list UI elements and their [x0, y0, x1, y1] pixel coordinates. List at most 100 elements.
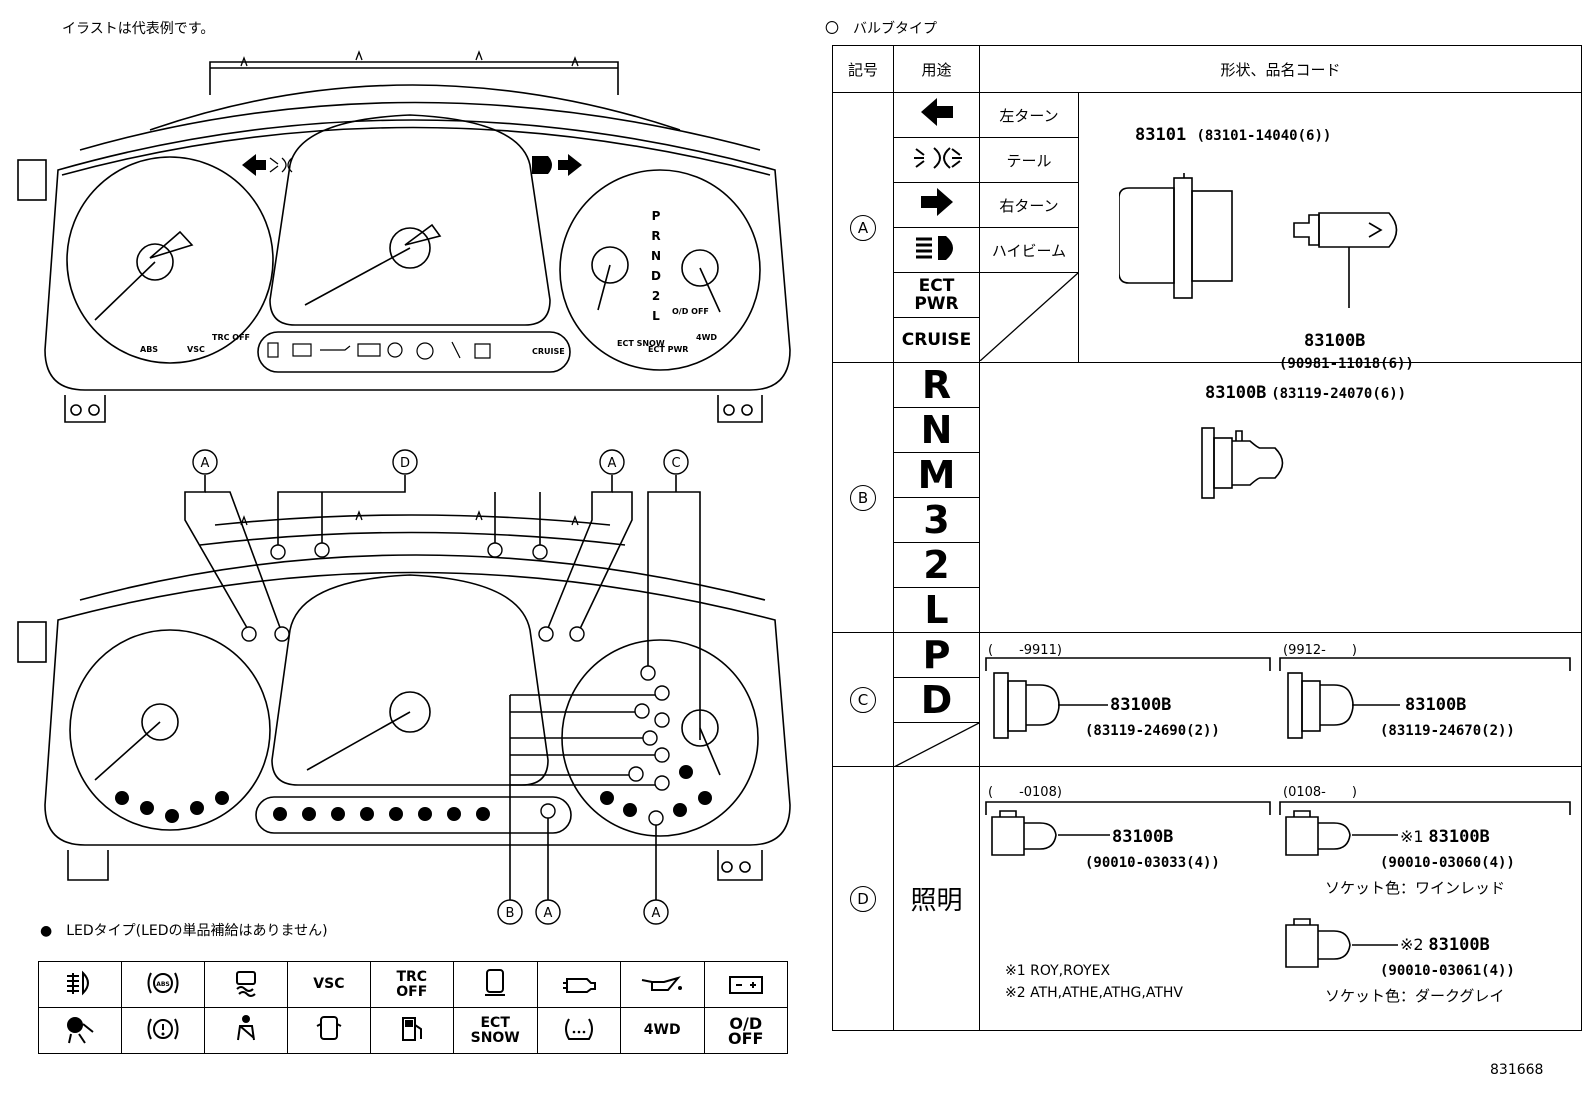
footnote-2: ※2 ATH,ATHE,ATHG,ATHV	[1005, 985, 1183, 1001]
callout-a-4: A	[652, 906, 661, 921]
part-83100b-d-right1-code: (90010-03060(4))	[1380, 855, 1515, 871]
part-83100b-b: 83100B	[1205, 383, 1267, 403]
ect-snow-label: ECT SNOW	[452, 1007, 538, 1054]
headlamp-level-icon	[37, 961, 123, 1008]
od-off-label: O/D OFF	[703, 1007, 788, 1054]
tail-lamp-icon	[893, 137, 980, 183]
left-turn-arrow-icon	[893, 92, 980, 138]
row-b-parts: 83100B (83119-24070(6))	[979, 362, 1582, 633]
row-c-mark: C	[832, 632, 894, 767]
gear-l-label: L	[652, 309, 660, 323]
gear-m: M	[893, 452, 980, 498]
callout-a-1: A	[201, 456, 210, 471]
trc-off-label: TRC OFF	[369, 961, 454, 1008]
part-83100b-d-left: 83100B	[1112, 827, 1174, 847]
part-83100b-d-right2: 83100B	[1428, 935, 1490, 955]
cluster-vsc-label: VSC	[187, 345, 205, 354]
right-turn-arrow-icon	[893, 182, 980, 228]
row-d-parts: ( -0108) (0108- ) 83100B (90010-03033(4)…	[979, 766, 1582, 1031]
use-left-turn: 左ターン	[979, 92, 1079, 138]
door-icon	[452, 961, 538, 1008]
gear-2-label: 2	[652, 289, 660, 303]
row-d-right-range: (0108- )	[1283, 785, 1357, 800]
brake-icon	[121, 1007, 206, 1054]
gear-n-label: N	[651, 249, 661, 263]
header-use: 用途	[893, 45, 980, 93]
cluster-4wd-label: 4WD	[696, 333, 717, 342]
row-c-blank-cell	[893, 722, 980, 767]
cluster-ect-snow-label: ECT SNOW	[617, 339, 665, 348]
tire-pressure-icon	[536, 1007, 621, 1054]
high-beam-icon	[893, 227, 980, 273]
figure-number: 831668	[1490, 1062, 1544, 1078]
part-83100b-d-left-code: (90010-03033(4))	[1085, 855, 1220, 871]
footnote-1: ※1 ROY,ROYEX	[1005, 963, 1111, 979]
gear-3: 3	[893, 497, 980, 543]
part-83101-code: (83101-14040(6))	[1196, 128, 1332, 144]
row-a-blank-cell	[979, 272, 1079, 363]
use-right-turn: 右ターン	[979, 182, 1079, 228]
airbag-icon	[37, 1007, 123, 1054]
ect-pwr-label: ECT PWR	[893, 272, 980, 318]
use-high-beam: ハイビーム	[979, 227, 1079, 273]
header-shape: 形状、品名コード	[979, 45, 1582, 93]
row-b-mark: B	[832, 362, 894, 633]
led-row-1: ABS VSC TRC OFF	[37, 961, 788, 1008]
part-d-right2-prefix: ※2	[1400, 935, 1424, 954]
fuel-icon	[369, 1007, 454, 1054]
callout-b: B	[506, 906, 515, 921]
row-a-mark: A	[832, 92, 894, 363]
cruise-label: CRUISE	[893, 317, 980, 363]
led-row-2: ECT SNOW 4WD O/D OFF	[37, 1007, 788, 1054]
led-section-title: ● LEDタイプ(LEDの単品補給はありません)	[40, 923, 328, 939]
row-d-mark: D	[832, 766, 894, 1031]
callout-a-3: A	[544, 906, 553, 921]
header-mark: 記号	[832, 45, 894, 93]
row-a-parts: 83101 (83101-14040(6)) 83100B (90981-110…	[1078, 92, 1582, 372]
part-83100b-c-left: 83100B	[1110, 695, 1172, 715]
part-83100b-d-right2-code: (90010-03061(4))	[1380, 963, 1515, 979]
engine-icon	[536, 961, 621, 1008]
bulb-table-header: 記号 用途 形状、品名コード	[832, 45, 1582, 93]
row-b-bulb-drawing	[1201, 427, 1284, 499]
row-c-left-range: ( -9911)	[988, 643, 1062, 658]
illumination-label: 照明	[893, 766, 980, 1031]
part-83100b-c-left-code: (83119-24690(2))	[1085, 723, 1220, 739]
gear-r: R	[893, 362, 980, 408]
row-c-right-range: (9912- )	[1283, 643, 1357, 658]
cluster-abs-label: ABS	[140, 345, 158, 354]
part-83100b-b-code: (83119-24070(6))	[1271, 386, 1407, 402]
gear-n: N	[893, 407, 980, 453]
bulb-type-table: 記号 用途 形状、品名コード A 左ターン 83101 (83101-14040…	[832, 45, 1582, 1031]
socket-color-dark-gray: ソケット色：ダークグレイ	[1325, 987, 1505, 1005]
gear-p-label: P	[652, 209, 661, 223]
callout-c: C	[671, 456, 680, 471]
gear-d: D	[893, 677, 980, 723]
gear-r-label: R	[651, 229, 660, 243]
vsc-label: VSC	[286, 961, 371, 1008]
cluster-trc-label: TRC OFF	[212, 333, 250, 342]
gear-p: P	[893, 632, 980, 678]
row-a-bulb-drawings	[1119, 173, 1398, 308]
part-83100b-c-right-code: (83119-24670(2))	[1380, 723, 1515, 739]
part-83100b-a: 83100B	[1304, 331, 1366, 351]
socket-color-wine-red: ソケット色：ワインレッド	[1325, 879, 1506, 897]
cluster-illustration: P R N D 2 L O/D OFF 4WD ECT SNOW ECT PWR…	[17, 50, 791, 925]
part-83101: 83101	[1135, 125, 1187, 145]
gear-d-label: D	[651, 269, 661, 283]
cluster-od-label: O/D OFF	[672, 307, 709, 316]
illustration-note: イラストは代表例です。	[62, 21, 215, 37]
row-d-left-range: ( -0108)	[988, 785, 1062, 800]
callout-d: D	[400, 456, 410, 471]
row-c-bulb-drawings	[985, 657, 1571, 739]
door-open-icon	[286, 1007, 371, 1054]
row-d-bulb-drawings	[985, 801, 1571, 968]
battery-icon	[703, 961, 788, 1008]
skid-icon	[204, 961, 288, 1008]
cluster-ect-pwr-label: ECT PWR	[648, 345, 688, 354]
part-83100b-c-right: 83100B	[1405, 695, 1467, 715]
part-d-right1-prefix: ※1	[1400, 827, 1424, 846]
gear-l: L	[893, 587, 980, 633]
gear-2: 2	[893, 542, 980, 588]
use-tail: テール	[979, 137, 1079, 183]
